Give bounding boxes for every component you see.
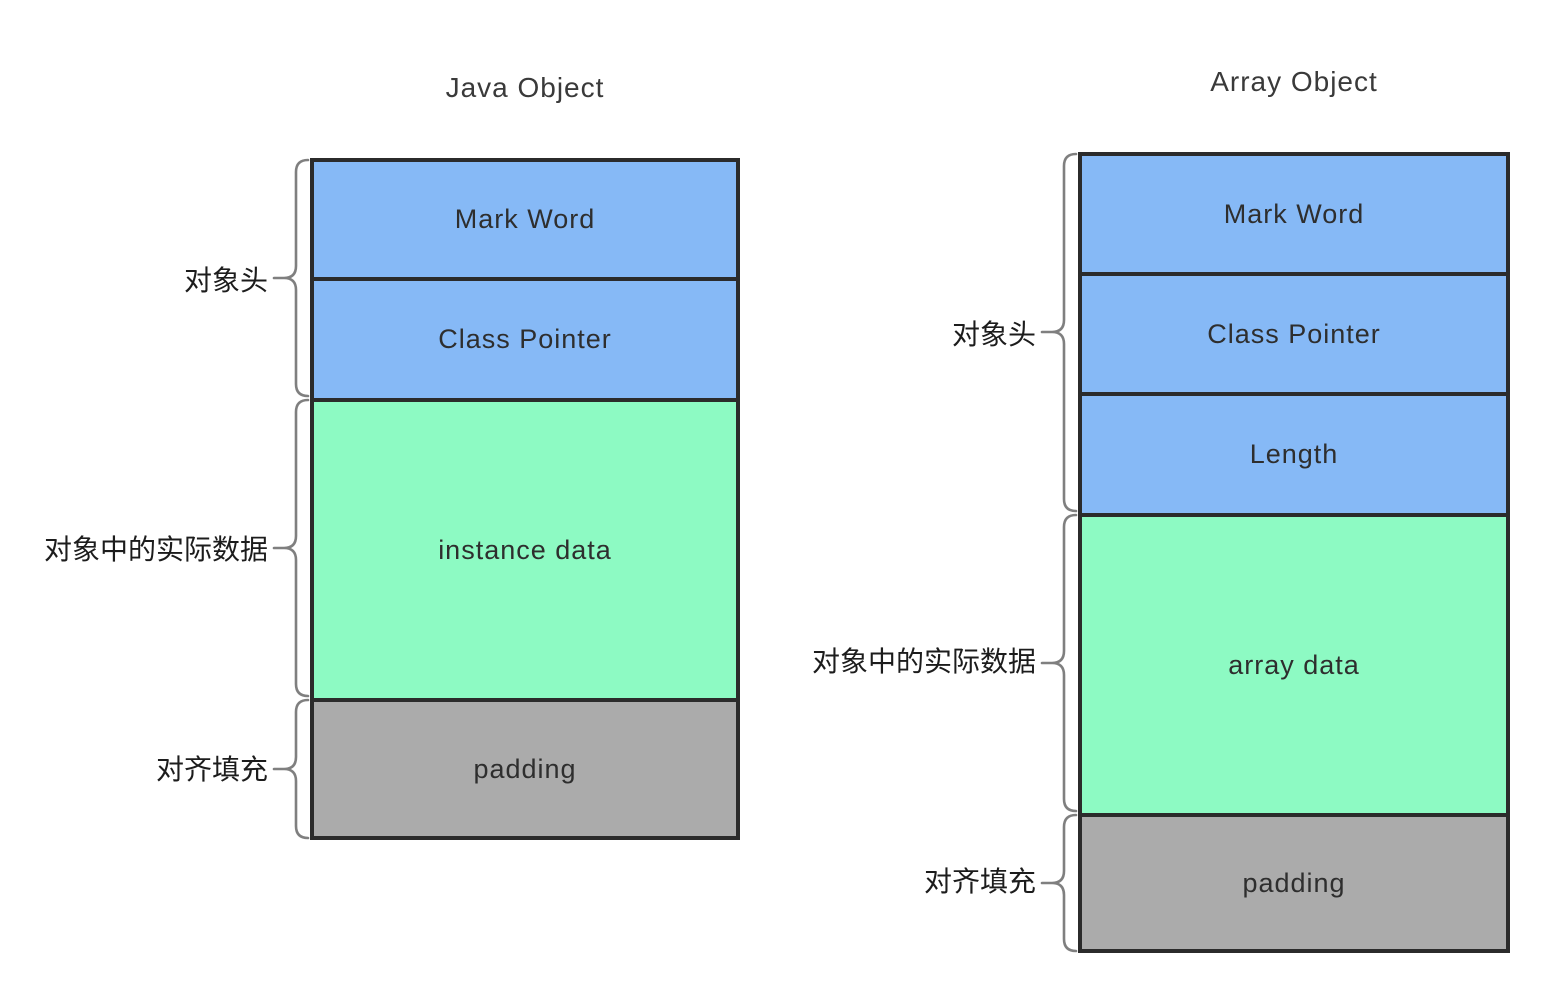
array-data-section: array data: [1082, 513, 1506, 813]
array-mark-word-section: Mark Word: [1082, 156, 1506, 272]
array-align-padding-label: 对齐填充: [923, 866, 1036, 897]
java-padding-brace: [272, 698, 310, 840]
java-instance-data-brace: [272, 398, 310, 698]
array-object-header-label: 对象头: [951, 319, 1036, 350]
java-object-header-brace: [272, 158, 310, 398]
array-padding-section: padding: [1082, 813, 1506, 949]
array-padding-brace: [1040, 813, 1078, 953]
array-data-brace: [1040, 513, 1078, 813]
java-mark-word-section: Mark Word: [314, 162, 736, 277]
array-class-pointer-section: Class Pointer: [1082, 272, 1506, 392]
array-object-header-brace: [1040, 152, 1078, 513]
java-class-pointer-section: Class Pointer: [314, 277, 736, 398]
java-padding-section: padding: [314, 698, 736, 836]
java-instance-data-section: instance data: [314, 398, 736, 698]
array-object-box: Mark Word Class Pointer Length array dat…: [1078, 152, 1510, 953]
array-object-title: Array Object: [1210, 66, 1378, 97]
java-align-padding-label: 对齐填充: [155, 754, 268, 785]
array-length-section: Length: [1082, 392, 1506, 513]
java-object-header-label: 对象头: [183, 265, 268, 296]
java-object-box: Mark Word Class Pointer instance data pa…: [310, 158, 740, 840]
array-actual-data-label: 对象中的实际数据: [811, 646, 1036, 677]
java-actual-data-label: 对象中的实际数据: [43, 534, 268, 565]
java-object-title: Java Object: [445, 72, 605, 103]
